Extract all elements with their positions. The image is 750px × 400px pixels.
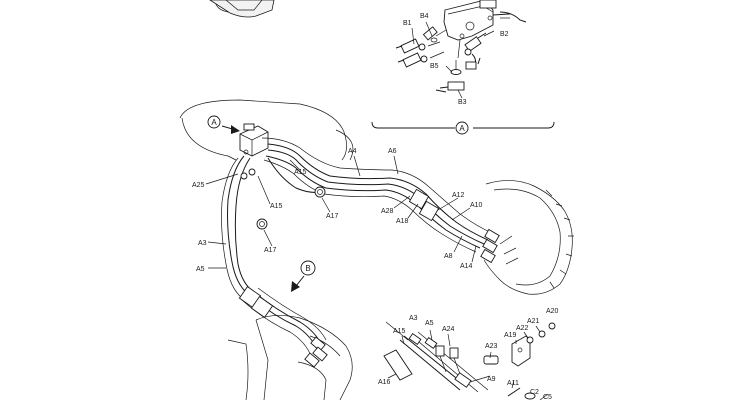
- bracket-part-top-left: [209, 0, 275, 18]
- label-a15-2: A15: [270, 203, 283, 210]
- fitting-b3-b5: [435, 39, 465, 93]
- label-a25: A25: [192, 182, 205, 189]
- label-detail-a19: A19: [504, 332, 517, 339]
- label-a14: A14: [460, 263, 473, 270]
- detail-a-valve-block: [371, 0, 555, 129]
- label-detail-a5: A5: [425, 320, 434, 327]
- view-b-arrow: [291, 275, 305, 292]
- label-a4: A4: [348, 148, 357, 155]
- label-detail-a24: A24: [442, 326, 455, 333]
- view-a-arrow: [221, 125, 240, 134]
- label-b5: B5: [430, 63, 439, 70]
- grommet-a17: [256, 186, 326, 230]
- label-detail-a23: A23: [485, 343, 498, 350]
- label-b4: B4: [420, 13, 429, 20]
- label-detail-c2: C2: [530, 389, 539, 396]
- label-b2: B2: [500, 31, 509, 38]
- label-detail-a15: A15: [393, 328, 406, 335]
- exploded-parts-bottom-right: [383, 322, 556, 400]
- label-a15-1: A15: [294, 169, 307, 176]
- fitting-b1: [395, 38, 445, 68]
- label-detail-a21: A21: [527, 318, 540, 325]
- svg-text:A: A: [211, 118, 217, 127]
- label-a17-2: A17: [264, 247, 277, 254]
- label-a3: A3: [198, 240, 207, 247]
- label-detail-a3: A3: [409, 315, 418, 322]
- main-valve-block: [239, 123, 269, 157]
- label-detail-a11: A11: [507, 380, 519, 387]
- leader-lines: [205, 21, 541, 389]
- label-a5: A5: [196, 266, 205, 273]
- label-detail-a22: A22: [516, 325, 529, 332]
- svg-text:A: A: [459, 124, 465, 133]
- view-label-b-main: B: [300, 260, 316, 276]
- fitting-b2: [464, 32, 487, 70]
- pipe-bundle-main: [221, 137, 495, 359]
- label-detail-a20: A20: [546, 308, 559, 315]
- part-labels: B1 B4 B2 B5 B3 A4 A6 A25 A15 A15 A17 A17…: [192, 13, 559, 400]
- label-a12: A12: [452, 192, 465, 199]
- label-a17-1: A17: [326, 213, 339, 220]
- label-detail-a9: A9: [487, 376, 496, 383]
- label-b1: B1: [403, 20, 412, 27]
- label-a10: A10: [470, 202, 483, 209]
- view-label-a-detail: A: [455, 121, 469, 135]
- view-label-a-main: A: [207, 115, 221, 129]
- lower-motor-fittings: [304, 336, 328, 368]
- label-detail-c5: C5: [543, 394, 552, 400]
- svg-text:B: B: [305, 264, 310, 273]
- label-a8: A8: [444, 253, 453, 260]
- label-b3: B3: [458, 99, 467, 106]
- label-a6: A6: [388, 148, 397, 155]
- pipe-clamps: [238, 168, 440, 318]
- fitting-b4: [422, 26, 447, 43]
- label-a28: A28: [381, 208, 394, 215]
- right-motor-housing: [480, 180, 574, 295]
- label-detail-a16: A16: [378, 379, 391, 386]
- label-a18: A18: [396, 218, 409, 225]
